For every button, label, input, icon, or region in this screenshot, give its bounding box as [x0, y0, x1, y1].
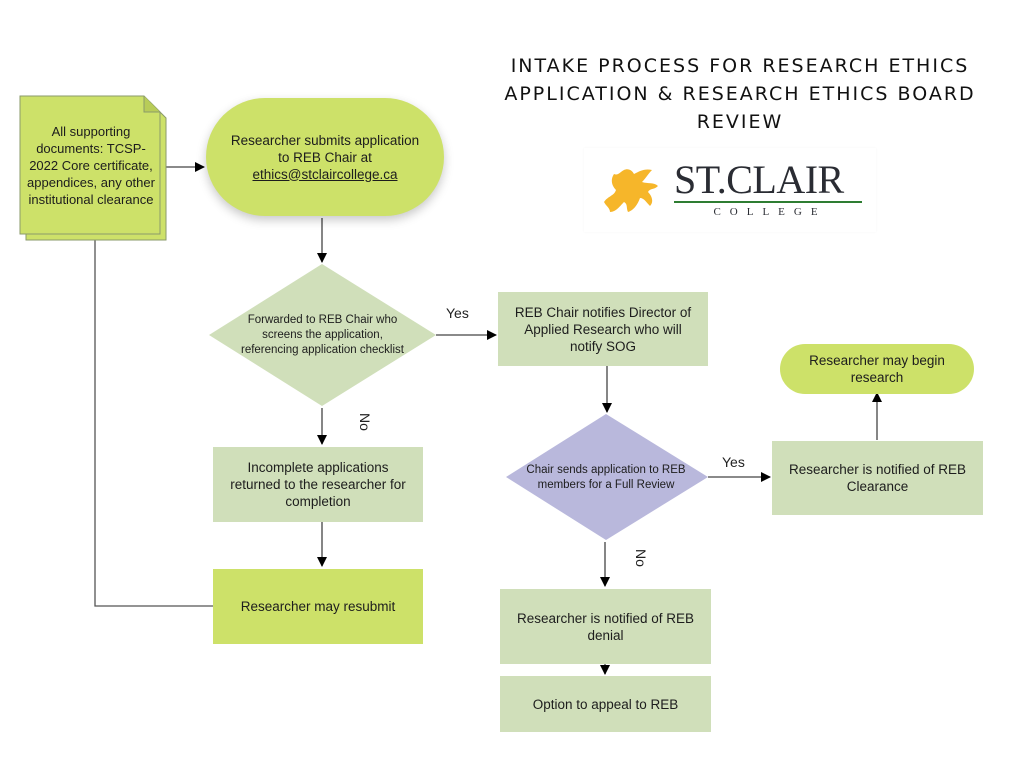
logo-rule — [674, 201, 862, 203]
appeal-node: Option to appeal to REB — [500, 676, 711, 732]
full-review-decision-shape — [506, 414, 708, 540]
st-clair-college-logo: ST.CLAIR COLLEGE — [584, 148, 876, 232]
title-line-2: APPLICATION & RESEARCH ETHICS BOARD — [504, 83, 976, 105]
screen-decision-shape — [209, 264, 436, 406]
notify-director-node: REB Chair notifies Director of Applied R… — [498, 292, 708, 366]
submit-application-node: Researcher submits application to REB Ch… — [206, 98, 444, 216]
ethics-email-link[interactable]: ethics@stclaircollege.ca — [252, 166, 398, 182]
logo-wordmark: ST.CLAIR — [674, 157, 844, 202]
title-line-1: INTAKE PROCESS FOR RESEARCH ETHICS — [510, 55, 970, 77]
reb-denial-node: Researcher is notified of REB denial — [500, 589, 711, 664]
reb-clearance-node: Researcher is notified of REB Clearance — [772, 441, 983, 515]
title-line-3: REVIEW — [696, 111, 784, 133]
begin-research-node: Researcher may begin research — [780, 344, 974, 394]
supporting-documents-node: All supporting documents: TCSP-2022 Core… — [27, 123, 155, 207]
submit-text: Researcher submits application to REB Ch… — [230, 132, 420, 165]
incomplete-applications-node: Incomplete applications returned to the … — [213, 447, 423, 522]
page-title: INTAKE PROCESS FOR RESEARCH ETHICS APPLI… — [495, 52, 985, 136]
griffin-icon — [604, 169, 658, 212]
documents-shape — [19, 95, 167, 241]
review-yes-label: Yes — [722, 454, 745, 470]
screen-decision-node: Forwarded to REB Chair who screens the a… — [240, 313, 404, 356]
screen-no-label: No — [356, 413, 373, 431]
review-no-label: No — [632, 549, 649, 567]
resubmit-node: Researcher may resubmit — [213, 569, 423, 644]
screen-yes-label: Yes — [446, 305, 469, 321]
full-review-decision-node: Chair sends application to REB members f… — [526, 464, 686, 491]
edge-resubmit-loop — [94, 240, 213, 607]
logo-subtitle: COLLEGE — [713, 206, 827, 218]
